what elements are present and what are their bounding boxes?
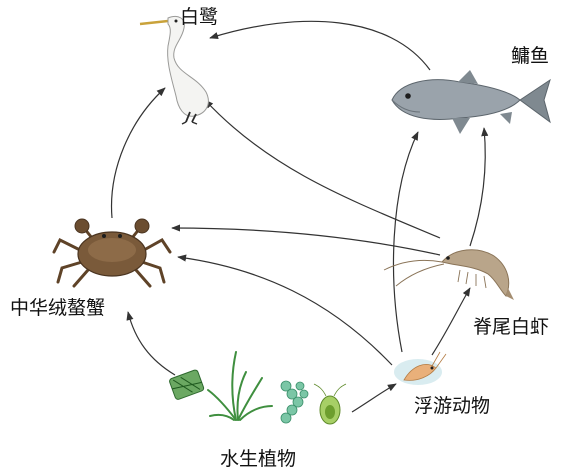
label-bighead-carp: 鳙鱼 — [511, 47, 549, 66]
arrow-shrimp-to-fish — [470, 128, 485, 246]
aquatic-plants-illustration — [169, 352, 346, 424]
egret-illustration — [140, 16, 208, 124]
arrow-zooplankton-to-crab — [178, 257, 392, 365]
label-zooplankton: 浮游动物 — [414, 397, 490, 416]
arrow-zooplankton-to-fish — [394, 132, 418, 352]
arrow-fish-to-egret — [210, 21, 430, 70]
arrow-shrimp-to-crab — [172, 228, 440, 255]
label-egret: 白鹭 — [180, 8, 218, 27]
zooplankton-illustration — [394, 352, 446, 385]
label-crab: 中华绒螯蟹 — [10, 299, 105, 318]
arrow-crab-to-egret — [112, 88, 165, 218]
arrow-plants-to-zooplankton — [352, 384, 396, 412]
arrow-plants-to-crab — [128, 312, 175, 375]
label-aquatic-plants: 水生植物 — [220, 450, 296, 469]
label-shrimp: 脊尾白虾 — [473, 318, 549, 337]
shrimp-illustration — [384, 250, 514, 300]
fish-illustration — [392, 70, 550, 134]
arrow-zooplankton-to-shrimp — [432, 288, 470, 355]
crab-illustration — [54, 219, 170, 286]
